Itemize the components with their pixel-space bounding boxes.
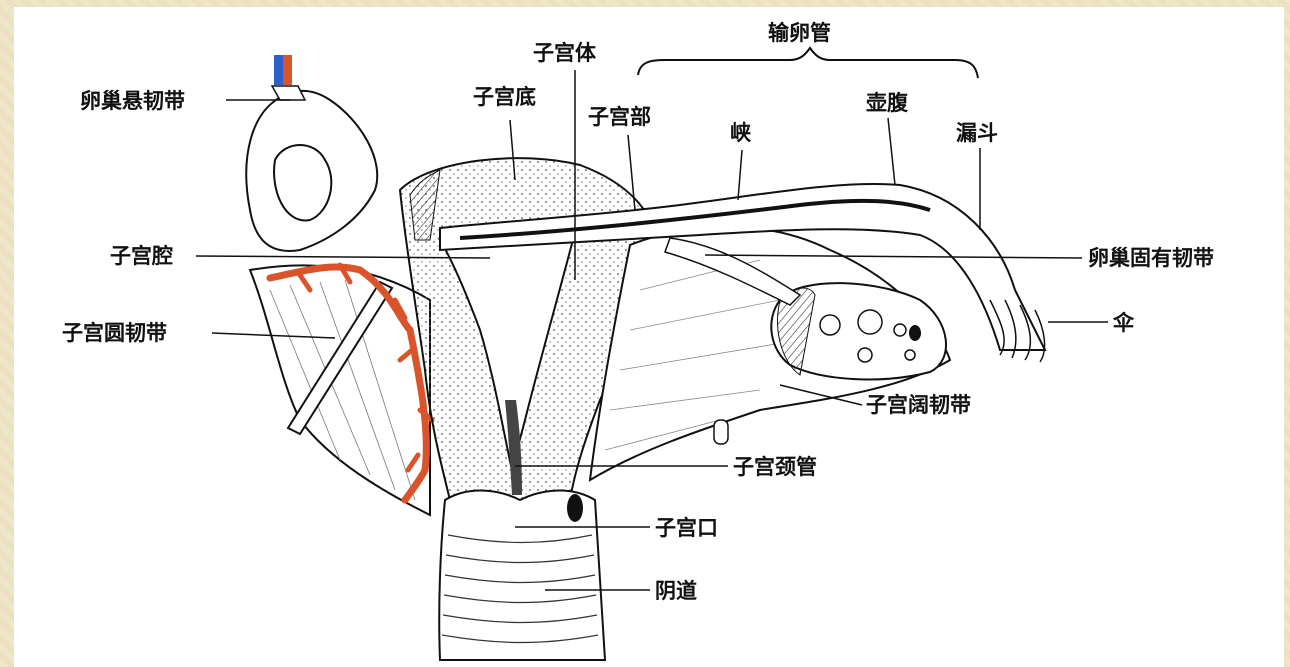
label-vagina: 阴道 [655,578,697,603]
left-ovary-fold [246,91,377,251]
suspensory-ligament-stump [272,86,305,100]
label-cervical-canal: 子宫颈管 [733,454,817,479]
label-ovary-suspensory-ligament: 卵巢悬韧带 [80,88,185,113]
round-ligament-stump-right [714,420,728,444]
left-broad-ligament [250,265,430,515]
label-uterine-body: 子宫体 [533,40,597,65]
ovarian-vein-blue [274,55,283,85]
label-ovarian-ligament: 卵巢固有韧带 [1088,245,1214,270]
external-os-shadow [567,494,583,522]
label-fallopian-tube: 输卵管 [768,20,831,45]
label-infundibulum: 漏斗 [956,120,998,145]
label-uterine-os: 子宫口 [655,515,718,540]
label-fundus: 子宫底 [473,84,536,109]
label-isthmus: 峡 [730,120,751,145]
label-round-ligament: 子宫圆韧带 [62,320,167,345]
corpus-luteum [909,325,921,341]
label-broad-ligament: 子宫阔韧带 [866,392,971,417]
ovarian-artery-red [283,55,292,85]
label-uterine-cavity: 子宫腔 [110,243,173,268]
label-uterine-part: 子宫部 [588,104,651,129]
label-ampulla: 壶腹 [866,90,909,115]
fallopian-tube-bracket [638,48,978,78]
label-fimbria: 伞 [1112,310,1135,335]
